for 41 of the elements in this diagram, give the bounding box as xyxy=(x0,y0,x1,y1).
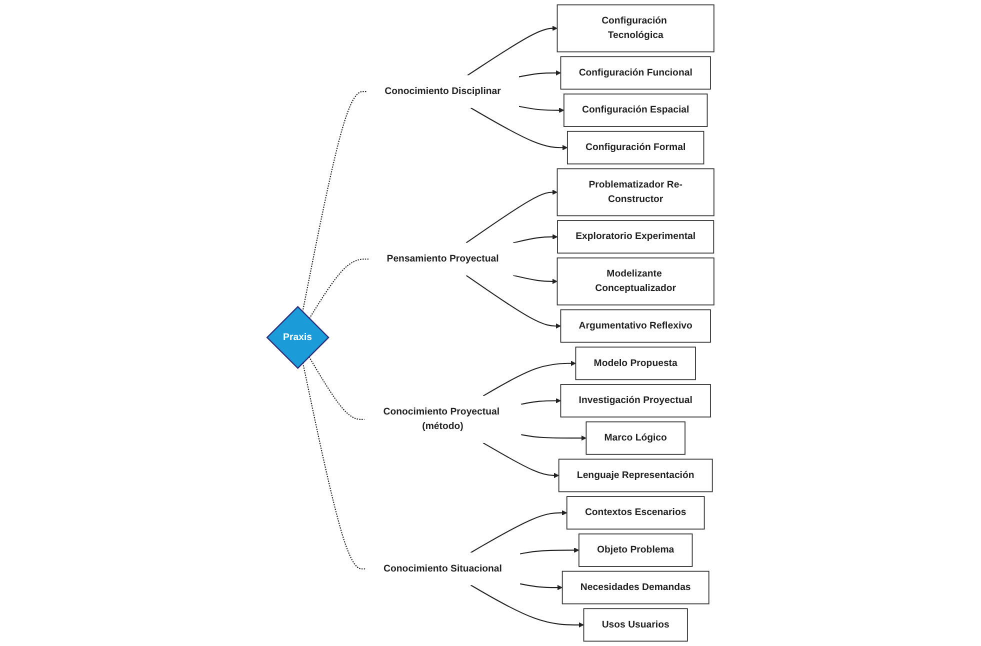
connector xyxy=(302,91,367,312)
arrow xyxy=(470,584,584,628)
node-box: Contextos Escenarios xyxy=(566,496,705,530)
node-text: Conocimiento Proyectual (método) xyxy=(383,406,500,432)
node-box: Argumentativo Reflexivo xyxy=(560,309,711,343)
node-box: Necesidades Demandas xyxy=(562,570,710,604)
arrow xyxy=(513,234,558,244)
node-box: Usos Usuarios xyxy=(583,608,688,642)
node-box: Objeto Problema xyxy=(578,533,693,567)
arrow xyxy=(470,510,568,554)
arrow xyxy=(482,360,576,396)
arrow xyxy=(520,548,580,554)
node-box: Configuración Tecnológica xyxy=(556,4,714,52)
node-box: Configuración Formal xyxy=(566,130,704,164)
node-box: Configuración Espacial xyxy=(563,94,708,127)
connector xyxy=(308,258,369,319)
node-box: Marco Lógico xyxy=(586,421,686,455)
arrow xyxy=(520,583,563,590)
arrow xyxy=(518,70,561,78)
node-box: Configuración Funcional xyxy=(560,56,711,90)
connector xyxy=(302,362,366,570)
node-box: Modelizante Conceptualizador xyxy=(556,257,714,306)
arrow xyxy=(482,442,560,478)
node-box: Modelo Propuesta xyxy=(575,346,696,380)
arrow xyxy=(521,398,561,405)
arrow xyxy=(513,274,558,284)
arrow xyxy=(467,26,558,76)
arrow xyxy=(466,274,561,329)
arrow xyxy=(521,434,586,441)
connector xyxy=(308,356,364,420)
node-box: Problematizador Re-Constructor xyxy=(556,168,714,216)
node-box: Exploratorio Experimental xyxy=(557,220,714,254)
arrow xyxy=(466,190,558,244)
arrow xyxy=(518,106,564,113)
arrow xyxy=(470,107,568,150)
node-text: Conocimiento Disciplinar xyxy=(384,86,501,96)
node-diamond: Praxis xyxy=(266,306,330,370)
node-text: Conocimiento Situacional xyxy=(384,563,502,574)
node-text: Pensamiento Proyectual xyxy=(386,254,499,264)
node-box: Lenguaje Representación xyxy=(558,458,713,492)
node-box: Investigación Proyectual xyxy=(560,384,711,418)
